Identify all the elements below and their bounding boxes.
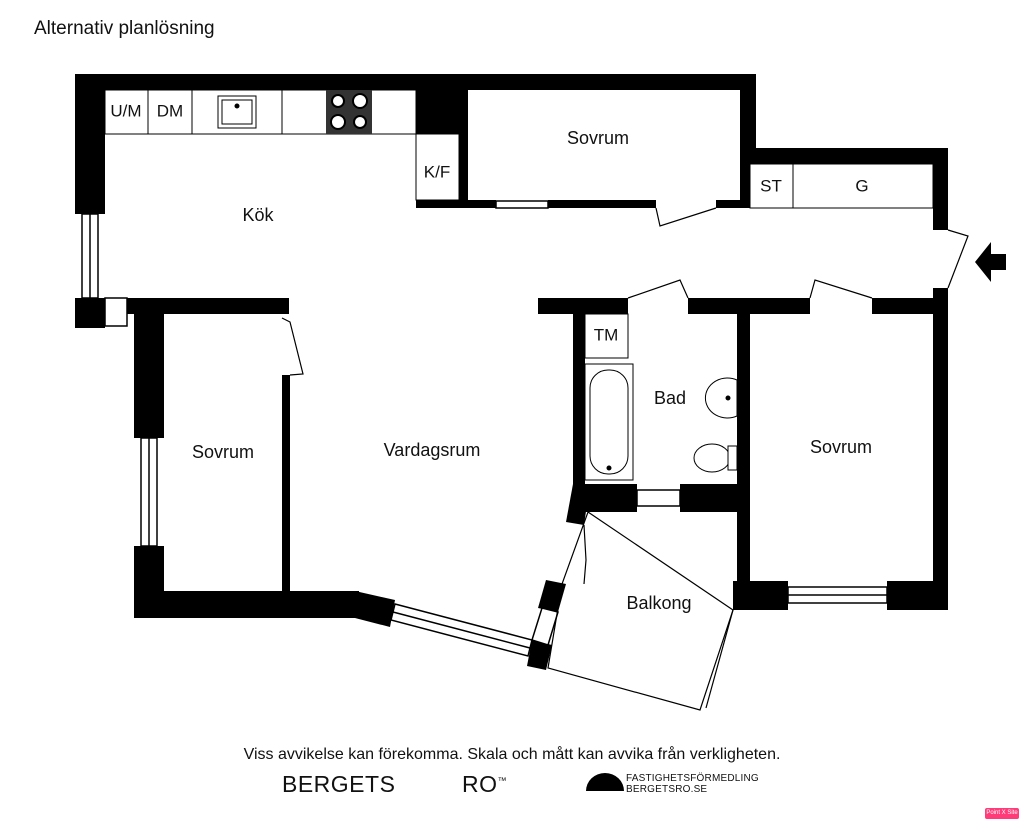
wall-bottom-corner	[355, 591, 395, 627]
wall-top	[75, 74, 755, 90]
wall-left-kitchen-upper	[75, 74, 105, 214]
entrance-arrow-icon	[975, 242, 1006, 282]
fixture-label-dm: DM	[157, 101, 183, 120]
room-label-balkong: Balkong	[626, 593, 691, 613]
stove-icon	[326, 90, 372, 134]
washbasin-icon	[704, 377, 738, 419]
wall-sovrum-bottom-left	[416, 200, 496, 208]
fixture-label-kf: K/F	[424, 162, 450, 181]
wall-sovrum-right-top	[872, 298, 948, 314]
door-sovrum-top	[655, 207, 717, 227]
wall-bad-left	[573, 298, 585, 484]
toilet-icon	[693, 443, 731, 473]
room-label-sovrum-right: Sovrum	[810, 437, 872, 457]
wall-sovrum-bottom-mid	[548, 200, 656, 208]
balkong-outline	[547, 511, 734, 711]
agency-line-1: FASTIGHETSFÖRMEDLING	[626, 773, 759, 784]
wall-balkong-door-pillar	[566, 484, 590, 525]
wall-left-sovrum-upper	[134, 298, 164, 438]
wall-sovrum-left	[459, 74, 468, 208]
window-balkong-door	[531, 607, 559, 646]
windows	[81, 200, 888, 657]
kf-cabinet	[415, 133, 460, 201]
fixture-label-g: G	[855, 176, 868, 195]
bath-fixtures	[584, 313, 738, 481]
room-label-sovrum-left: Sovrum	[192, 442, 254, 462]
wall-left-sovrum-top	[105, 298, 289, 314]
wall-sovrum-right-bottom-left	[733, 581, 788, 610]
room-label-sovrum-top: Sovrum	[567, 128, 629, 148]
wall-right-entrance-upper	[933, 148, 948, 230]
balkong-railing-right	[705, 609, 734, 709]
agency-line-2: BERGETSRO.SE	[626, 784, 708, 795]
hall-storage	[749, 163, 934, 209]
window-bad	[636, 489, 681, 507]
wall-hall-top	[740, 148, 948, 164]
window-kitchen-small	[104, 297, 128, 327]
wall-sovrum-bottom-right	[716, 200, 750, 208]
bathtub-drain	[606, 465, 612, 471]
toilet-tank	[727, 445, 738, 471]
wall-balkong-pillar-bottom	[527, 640, 552, 670]
door-bad	[627, 279, 689, 299]
bathtub-basin	[589, 369, 629, 475]
room-label-vardagsrum: Vardagsrum	[384, 440, 481, 460]
brand-right-text: RO	[462, 771, 498, 797]
door-entrance	[947, 229, 969, 289]
wall-st-left	[740, 148, 750, 208]
door-sovrum-right	[809, 279, 873, 299]
doors	[281, 207, 969, 585]
room-label-kok: Kök	[242, 205, 274, 225]
door-balkong	[583, 524, 587, 585]
agency-text: FASTIGHETSFÖRMEDLING BERGETSRO.SE	[626, 773, 759, 795]
wall-left-sovrum-right	[282, 375, 290, 591]
wall-right-lower	[933, 288, 948, 610]
room-label-bad: Bad	[654, 388, 686, 408]
sink-drain	[234, 103, 240, 109]
window-vardagsrum-pane	[392, 611, 531, 649]
wall-bottom-left	[134, 591, 359, 618]
fixture-label-um: U/M	[110, 101, 141, 120]
wall-bad-right	[737, 298, 750, 610]
wall-right-top	[740, 74, 756, 164]
tm-cabinet	[584, 313, 629, 359]
disclaimer: Viss avvikelse kan förekomma. Skala och …	[243, 746, 781, 763]
floor-plan: Kök Sovrum Sovrum Vardagsrum Bad Sovrum …	[75, 74, 1006, 711]
fixture-label-st: ST	[760, 176, 782, 195]
window-sovrum-top	[495, 200, 549, 209]
storage	[749, 163, 934, 209]
site-badge[interactable]: Point X Site	[985, 808, 1019, 819]
fixture-label-tm: TM	[594, 325, 619, 344]
brand-logo-left: BERGETS	[282, 771, 396, 797]
brand-logo-right: RO™	[462, 771, 507, 798]
door-left-sovrum	[281, 317, 304, 376]
plan-title: Alternativ planlösning	[34, 18, 215, 39]
brand-dome-icon	[586, 773, 624, 791]
wall-left-kitchen-lower	[75, 298, 105, 328]
washbasin-drain	[725, 395, 731, 401]
wall-sovrum-right-bottom-right	[887, 581, 948, 610]
walls	[75, 74, 948, 670]
brand-tm: ™	[497, 775, 507, 786]
